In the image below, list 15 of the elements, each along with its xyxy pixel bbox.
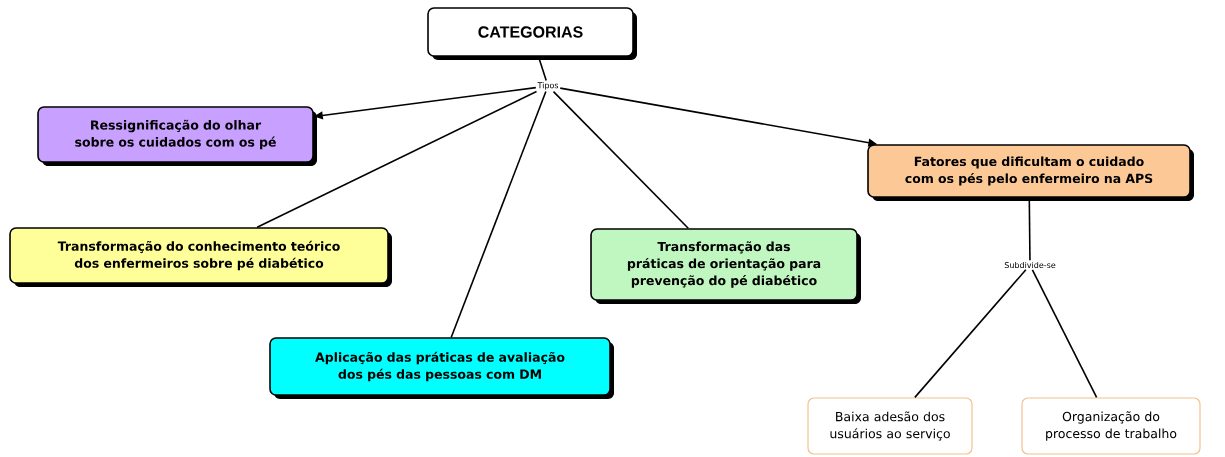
linking-phrase: Tipos (536, 80, 560, 92)
subcategory-box: Organização do processo de trabalho (1021, 397, 1201, 455)
connector-line (450, 90, 547, 338)
linking-phrase: Subdivide-se (1002, 260, 1058, 270)
category-box: Transformação do conhecimento teórico dos enfermeiros sobre pé diabético (9, 227, 392, 287)
connector-line (552, 90, 690, 229)
title-box: CATEGORIAS (427, 7, 637, 60)
category-box: Fatores que dificultam o cuidado com os pés pelo enfermeiro na APS (867, 144, 1194, 201)
connector-line (1031, 269, 1098, 399)
category-box: Transformação das práticas de orientação para prevenção do pé diabético (590, 228, 861, 304)
connector-line (914, 269, 1027, 399)
category-box: Ressignificação do olhar sobre os cuidados com os pé (37, 106, 317, 166)
subcategory-box: Baixa adesão dos usuários ao serviço (807, 397, 973, 455)
connector-line (256, 90, 538, 228)
category-box: Aplicação das práticas de avaliação dos pés das pessoas com DM (269, 337, 614, 399)
